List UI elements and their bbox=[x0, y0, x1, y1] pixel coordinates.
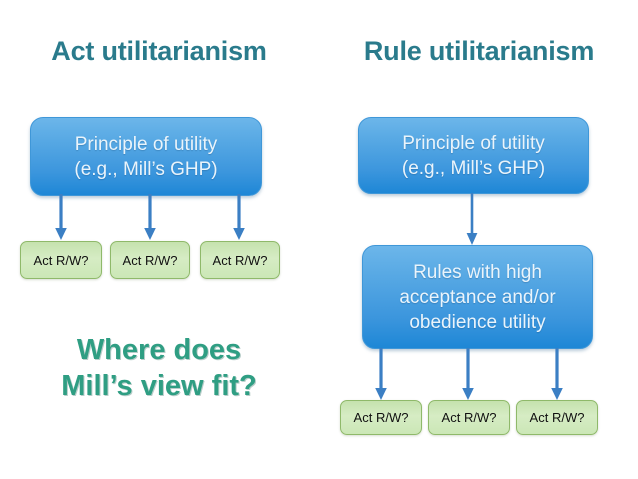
right-column-title: Rule utilitarianism bbox=[363, 36, 595, 66]
arrow-left-3 bbox=[233, 194, 245, 240]
right-act-box-3[interactable]: Act R/W? bbox=[516, 400, 598, 435]
arrow-left-1 bbox=[55, 194, 67, 240]
left-act-box-1[interactable]: Act R/W? bbox=[20, 241, 102, 279]
left-principle-line-2: (e.g., Mill’s GHP) bbox=[74, 158, 218, 180]
left-principle-line-1: Principle of utility bbox=[74, 133, 218, 155]
left-principle-of-utility-box[interactable]: Principle of utility (e.g., Mill’s GHP) bbox=[30, 117, 262, 196]
arrow-left-2 bbox=[144, 194, 156, 240]
question-line-2: Mill’s view fit? bbox=[61, 370, 257, 402]
rules-line-1: Rules with high bbox=[413, 261, 542, 283]
right-principle-line-1: Principle of utility bbox=[402, 132, 545, 154]
rules-line-2: acceptance and/or bbox=[399, 286, 556, 308]
arrow-right-3 bbox=[551, 348, 563, 400]
right-act-box-1[interactable]: Act R/W? bbox=[340, 400, 422, 435]
arrow-principle-to-rules bbox=[466, 193, 478, 245]
rules-with-high-acceptance-box[interactable]: Rules with high acceptance and/or obedie… bbox=[362, 245, 593, 349]
question-line-1: Where does bbox=[76, 334, 242, 366]
arrow-right-2 bbox=[462, 348, 474, 400]
arrow-right-1 bbox=[375, 348, 387, 400]
question-text: Where does Mill’s view fit? bbox=[0, 332, 318, 404]
rules-line-3: obedience utility bbox=[409, 311, 546, 333]
right-act-box-2[interactable]: Act R/W? bbox=[428, 400, 510, 435]
left-act-box-3[interactable]: Act R/W? bbox=[200, 241, 280, 279]
right-principle-line-2: (e.g., Mill’s GHP) bbox=[401, 157, 546, 179]
left-column-title: Act utilitarianism bbox=[51, 36, 267, 66]
left-act-box-2[interactable]: Act R/W? bbox=[110, 241, 190, 279]
right-principle-of-utility-box[interactable]: Principle of utility (e.g., Mill’s GHP) bbox=[358, 117, 589, 194]
